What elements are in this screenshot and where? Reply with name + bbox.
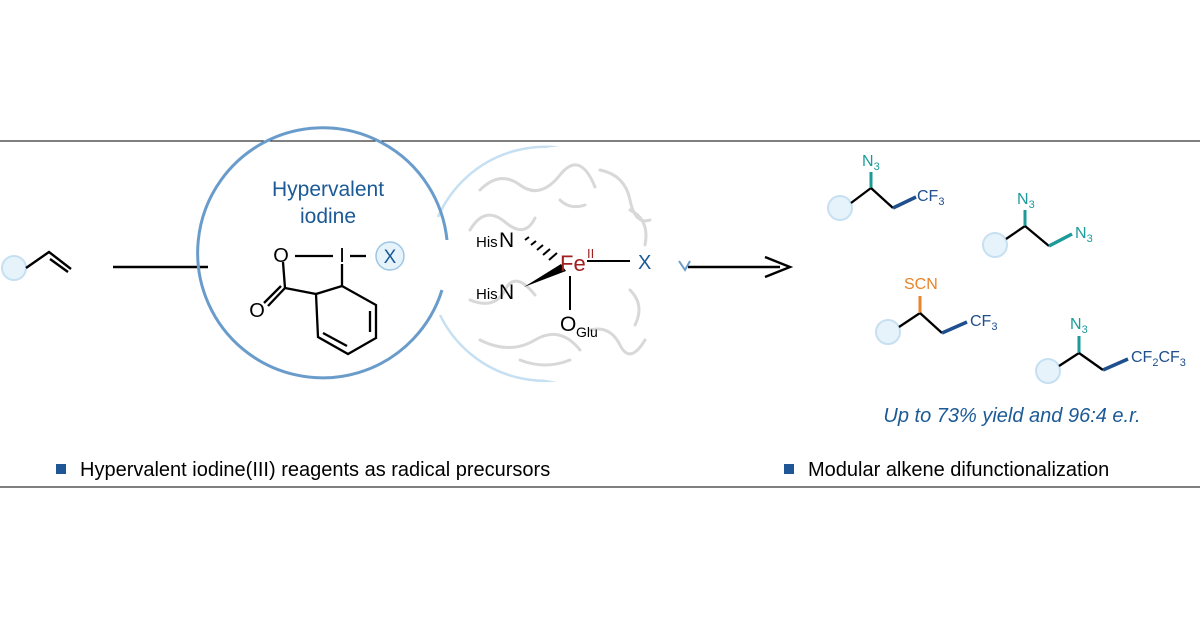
product-2-right-subscript: 3 — [1087, 233, 1093, 245]
glu-oxygen: O — [560, 313, 576, 336]
x-group-circle — [375, 241, 405, 271]
bullet-square-2 — [784, 464, 794, 474]
substituent-circle — [1035, 358, 1061, 384]
product-3: SCN CF3 — [875, 276, 997, 345]
product-4-right-subscript: 2 — [1152, 357, 1158, 369]
product-2-right-group: N — [1075, 225, 1087, 242]
product-4-top-subscript: 3 — [1082, 324, 1088, 336]
product-2-top-subscript: 3 — [1029, 199, 1035, 211]
product-1-top-group: N — [862, 153, 874, 170]
carbonyl-oxygen: O — [249, 300, 265, 322]
product-1-right-subscript: 3 — [938, 196, 944, 208]
glu-subscript: Glu — [576, 324, 598, 340]
wedge-bond — [524, 264, 566, 287]
product-4-top-group: N — [1070, 316, 1082, 333]
bullet-text-2: Modular alkene difunctionalization — [808, 459, 1109, 481]
substituent-circle — [827, 195, 853, 221]
iron-bonds — [524, 236, 630, 310]
svg-text:N3: N3 — [1017, 191, 1035, 211]
bullet-square-1 — [56, 464, 66, 474]
iron-atom: Fe — [560, 251, 586, 276]
product-2-top-group: N — [1017, 191, 1029, 208]
svg-text:CF3: CF3 — [970, 313, 997, 333]
his-ligand-bottom: His — [476, 286, 498, 303]
svg-text:CF2CF3: CF2CF3 — [1131, 349, 1186, 369]
product-4-right-tail: CF — [1158, 349, 1180, 366]
product-3-right-group: CF — [970, 313, 992, 330]
svg-text:CF3: CF3 — [917, 188, 944, 208]
svg-text:N3: N3 — [1070, 316, 1088, 336]
substituent-circle — [982, 232, 1008, 258]
product-2: N3 N3 — [982, 191, 1093, 258]
benziodoxolone-bonds — [263, 254, 378, 356]
iodine-atom: I — [339, 245, 345, 267]
svg-text:N3: N3 — [1075, 225, 1093, 245]
his-nitrogen-bottom: N — [499, 281, 514, 304]
his-nitrogen-top: N — [499, 229, 514, 252]
x-group-label: X — [384, 247, 397, 268]
substituent-circle — [875, 319, 901, 345]
reaction-arrowhead — [764, 255, 794, 279]
product-4-right-tail-subscript: 3 — [1180, 357, 1186, 369]
product-1: N3 CF3 — [827, 153, 944, 221]
product-4-right-group: CF — [1131, 349, 1153, 366]
enzyme-circle-fill — [450, 146, 686, 382]
enzyme-circle-arc — [196, 126, 449, 380]
alkene-substrate — [1, 250, 72, 281]
iodine-title-line2: iodine — [300, 205, 356, 228]
protein-ribbon-texture — [468, 163, 652, 367]
product-4: N3 CF2CF3 — [1035, 316, 1186, 384]
iodine-title-line1: Hypervalent — [272, 178, 384, 201]
bullet-text-1: Hypervalent iodine(III) reagents as radi… — [80, 459, 550, 481]
enzyme-arc-arrowhead — [678, 260, 691, 272]
fe-x-group: X — [638, 252, 651, 274]
yield-note: Up to 73% yield and 96:4 e.r. — [883, 405, 1140, 427]
product-3-top-group: SCN — [904, 276, 938, 293]
product-3-right-subscript: 3 — [991, 321, 997, 333]
ring-oxygen: O — [273, 245, 289, 267]
substituent-circle — [1, 255, 27, 281]
svg-text:N3: N3 — [862, 153, 880, 173]
enzyme-panel: His N His N Fe II X O Glu — [196, 126, 691, 382]
iron-oxidation-state: II — [587, 246, 594, 261]
product-1-right-group: CF — [917, 188, 939, 205]
his-ligand-top: His — [476, 234, 498, 251]
product-1-top-subscript: 3 — [874, 161, 880, 173]
